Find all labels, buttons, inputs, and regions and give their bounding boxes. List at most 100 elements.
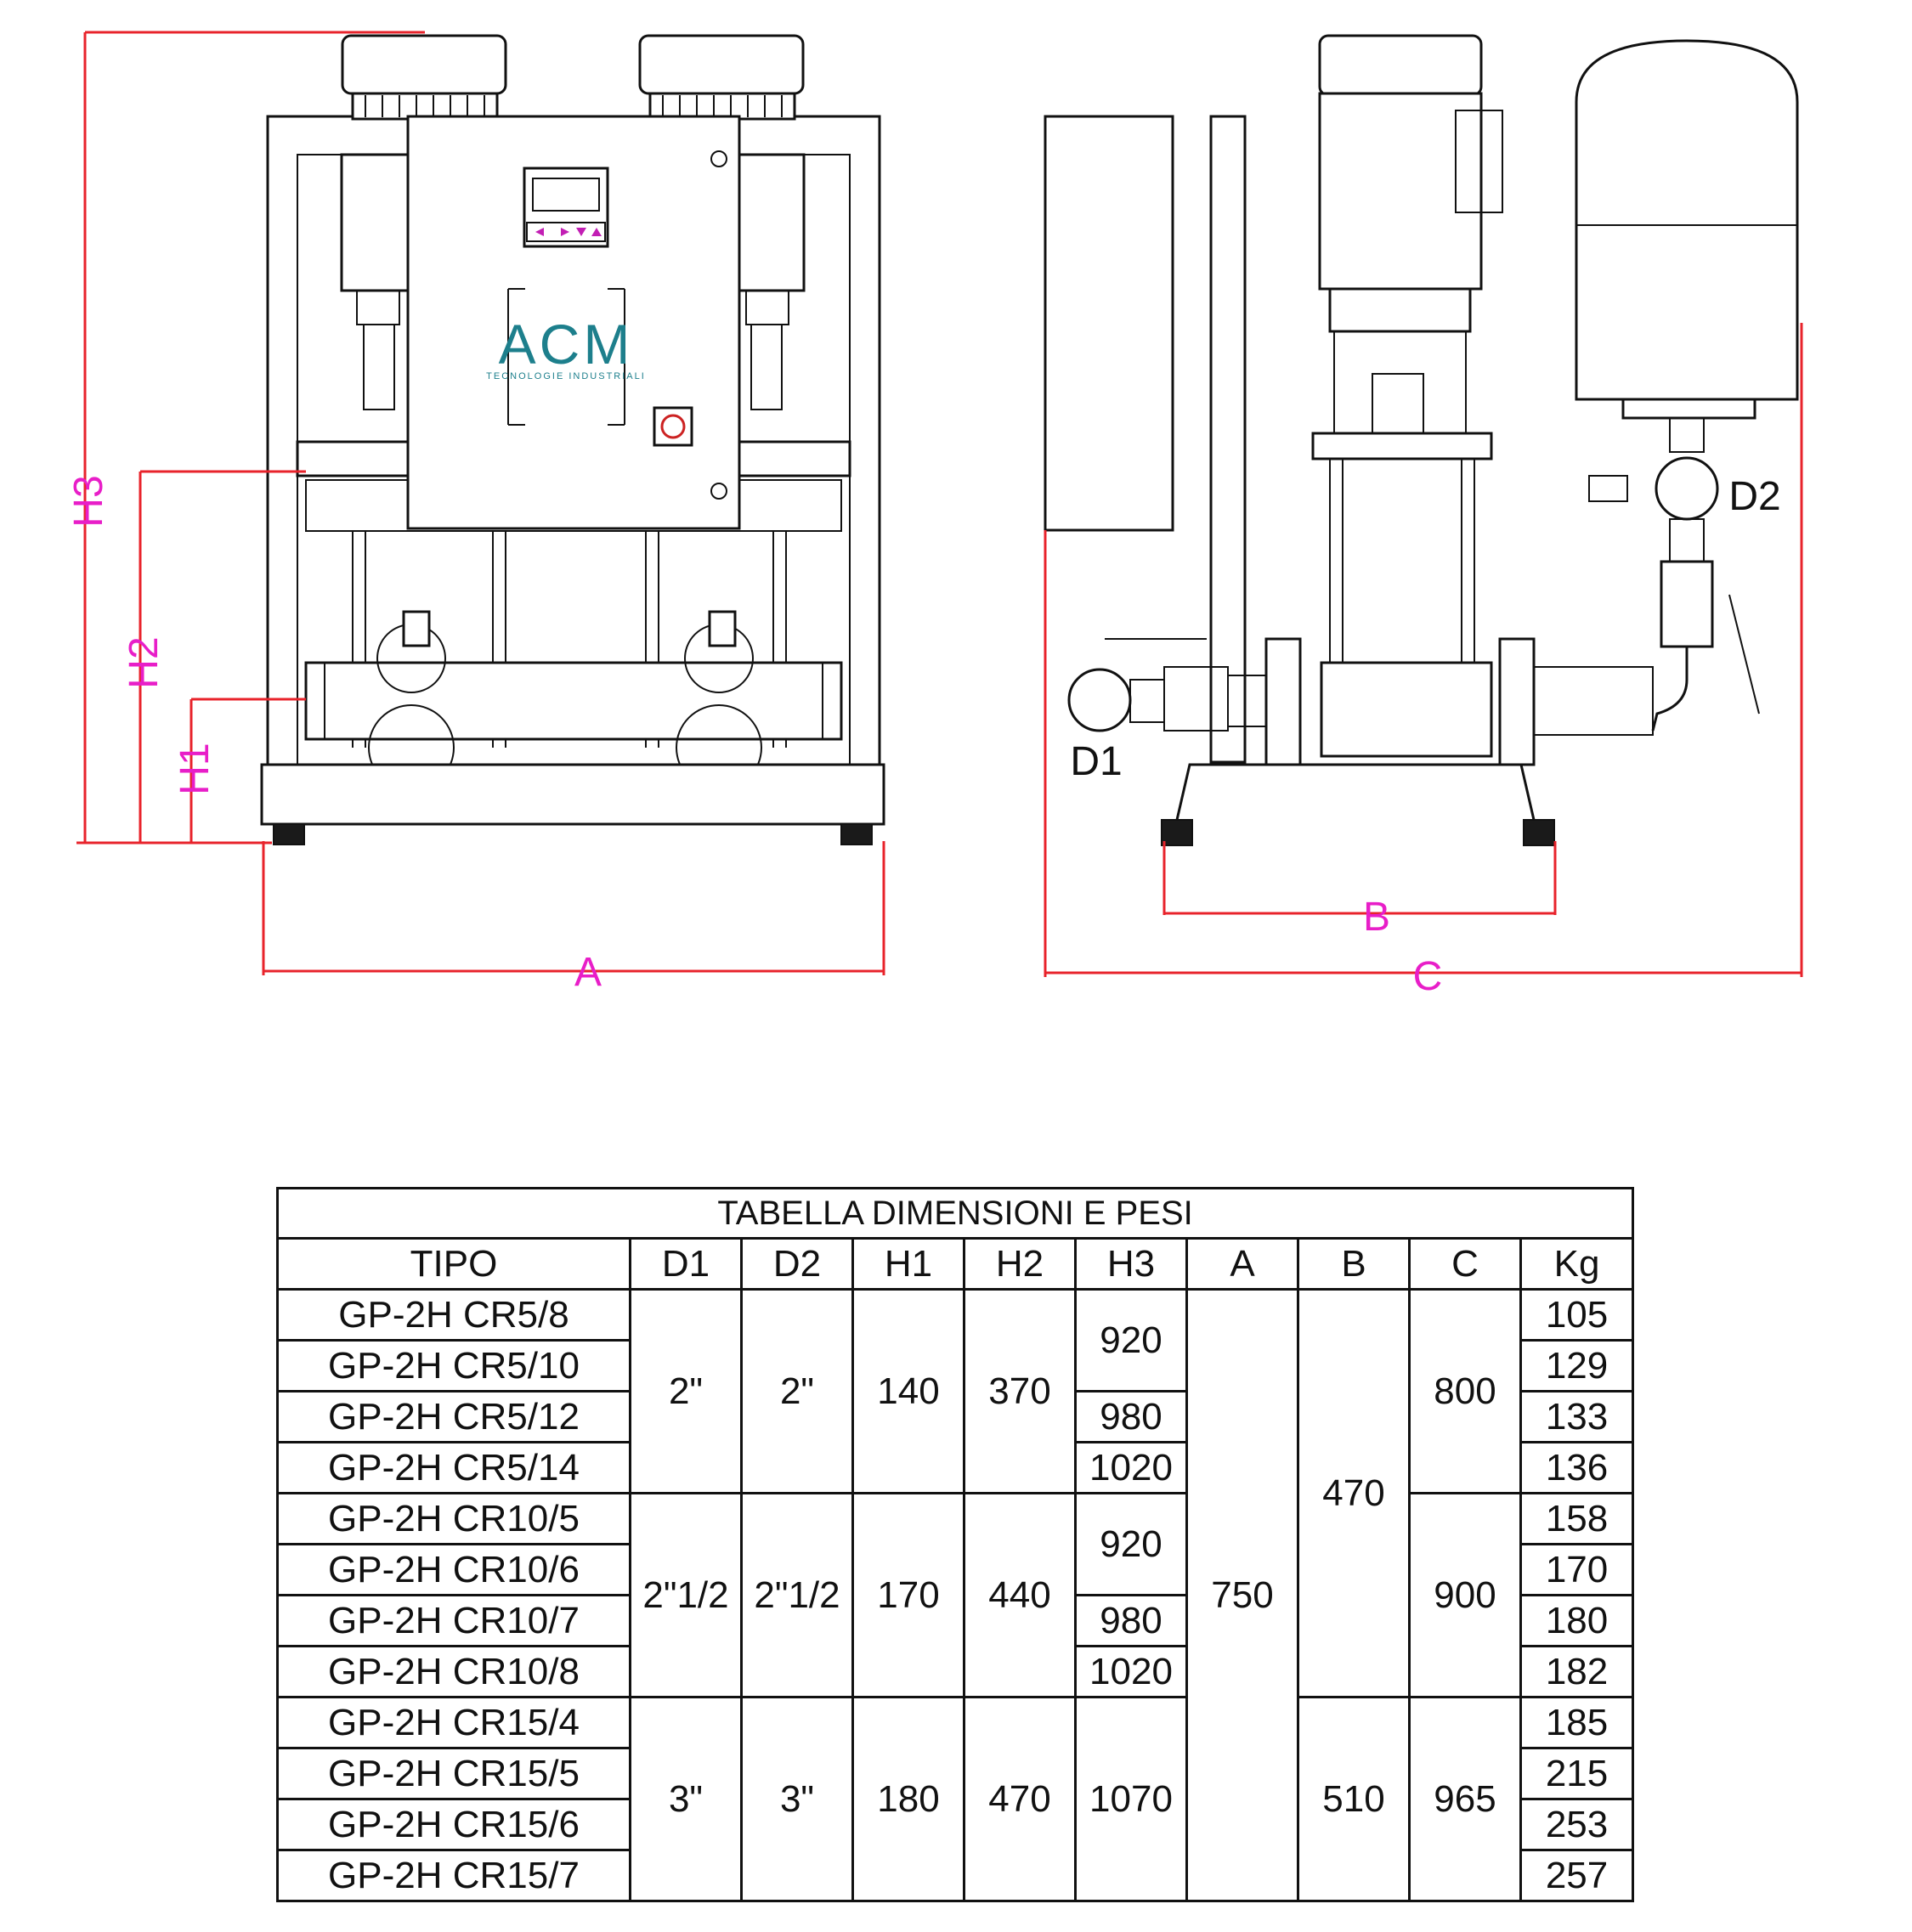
motor-left: [340, 34, 507, 410]
table-row: GP-2H CR5/14 1020 136: [276, 1441, 1635, 1494]
cell-kg: 182: [1519, 1645, 1635, 1698]
header-h1: H1: [851, 1237, 965, 1291]
cell-h3: 1020: [1074, 1441, 1188, 1494]
right-arrow-icon: [561, 228, 569, 236]
foot-right: [1523, 819, 1555, 846]
dim-label-b: B: [1363, 895, 1390, 940]
cabinet-side: [1044, 115, 1174, 532]
cell-d2: 3": [740, 1696, 854, 1902]
table-row: GP-2H CR10/7 980 180: [276, 1594, 1635, 1647]
down-arrow-icon: [576, 228, 586, 236]
dimension-lines-front: [76, 31, 885, 975]
cell-b: 510: [1297, 1696, 1411, 1902]
cell-h2: 470: [963, 1696, 1077, 1902]
cell-tipo: GP-2H CR5/14: [276, 1441, 631, 1494]
expansion-vessel: [1575, 39, 1799, 732]
cell-b: 470: [1297, 1288, 1411, 1698]
port-d1: [1067, 668, 1132, 732]
cell-kg: 105: [1519, 1288, 1635, 1342]
table-row: GP-2H CR5/10 129: [276, 1339, 1635, 1393]
table-row: GP-2H CR15/4 3" 3" 180 470 1070 510 965 …: [276, 1696, 1635, 1902]
cell-tipo: GP-2H CR15/6: [276, 1798, 631, 1851]
dimensions-table: TABELLA DIMENSIONI E PESI TIPO D1 D2 H1 …: [275, 1187, 1635, 1902]
cell-h3: 920: [1074, 1288, 1188, 1393]
cell-tipo: GP-2H CR15/4: [276, 1696, 631, 1749]
cell-kg: 257: [1519, 1849, 1635, 1902]
cell-d1: 2"1/2: [629, 1492, 743, 1698]
left-arrow-icon: [535, 228, 544, 236]
dim-label-c: C: [1413, 954, 1443, 999]
logo-subtitle: TECNOLOGIE INDUSTRIALI: [486, 371, 646, 381]
control-panel: ACM TECNOLOGIE INDUSTRIALI: [406, 115, 741, 530]
suction-manifold: [304, 661, 843, 741]
cell-h2: 370: [963, 1288, 1077, 1494]
valve-right: [676, 610, 762, 791]
cell-h1: 170: [851, 1492, 965, 1698]
header-h3: H3: [1074, 1237, 1188, 1291]
cell-d1: 2": [629, 1288, 743, 1494]
cell-kg: 133: [1519, 1390, 1635, 1443]
cell-h1: 140: [851, 1288, 965, 1494]
cell-d1: 3": [629, 1696, 743, 1902]
side-motor: [1318, 34, 1503, 434]
cell-h3: 980: [1074, 1390, 1188, 1443]
table-row: GP-2H CR15/6 253: [276, 1798, 1635, 1851]
cell-kg: 136: [1519, 1441, 1635, 1494]
keypad: [526, 222, 606, 242]
cell-c: 965: [1408, 1696, 1522, 1902]
cell-h3: 1020: [1074, 1645, 1188, 1698]
table-header-row: TIPO D1 D2 H1 H2 H3 A B C Kg: [276, 1237, 1635, 1291]
header-h2: H2: [963, 1237, 1077, 1291]
foot-right: [840, 823, 873, 845]
flange-top: [1311, 432, 1493, 460]
front-view: ACM TECNOLOGIE INDUSTRIALI: [66, 31, 885, 995]
cell-h3: 920: [1074, 1492, 1188, 1596]
header-kg: Kg: [1519, 1237, 1635, 1291]
cell-kg: 185: [1519, 1696, 1635, 1749]
flange-right: [1498, 637, 1536, 766]
header-c: C: [1408, 1237, 1522, 1291]
foot-left: [1161, 819, 1193, 846]
dim-label-a: A: [574, 950, 602, 995]
dim-label-h2: H2: [122, 636, 167, 688]
label-d2: D2: [1728, 474, 1780, 519]
cell-tipo: GP-2H CR15/5: [276, 1747, 631, 1800]
table-title: TABELLA DIMENSIONI E PESI: [275, 1187, 1635, 1240]
side-view: D1 D2 B C: [1044, 34, 1803, 999]
technical-drawing: ACM TECNOLOGIE INDUSTRIALI: [66, 31, 1803, 999]
table-row: GP-2H CR15/5 215: [276, 1747, 1635, 1800]
foot-left: [273, 823, 305, 845]
table-row: GP-2H CR15/7 257: [276, 1849, 1635, 1902]
label-d1: D1: [1070, 739, 1122, 784]
cell-tipo: GP-2H CR5/8: [276, 1288, 631, 1342]
side-base: [1175, 763, 1536, 821]
flange-left: [1264, 637, 1302, 766]
side-columns: [1329, 459, 1475, 663]
cell-kg: 215: [1519, 1747, 1635, 1800]
screw-icon: [710, 483, 727, 500]
cell-kg: 129: [1519, 1339, 1635, 1393]
cell-d2: 2": [740, 1288, 854, 1494]
header-d2: D2: [740, 1237, 854, 1291]
cell-h2: 440: [963, 1492, 1077, 1698]
cell-tipo: GP-2H CR10/5: [276, 1492, 631, 1545]
dimension-lines-side: [1044, 323, 1803, 977]
cell-d2: 2"1/2: [740, 1492, 854, 1698]
header-tipo: TIPO: [276, 1237, 631, 1291]
pump-body: [1320, 661, 1493, 758]
header-b: B: [1297, 1237, 1411, 1291]
cell-tipo: GP-2H CR5/12: [276, 1390, 631, 1443]
pipe-d1: [1129, 679, 1165, 723]
table-row: GP-2H CR10/8 1020 182: [276, 1645, 1635, 1698]
switch-knob: [660, 414, 686, 439]
cell-c: 900: [1408, 1492, 1522, 1698]
table-row: GP-2H CR10/5 2"1/2 2"1/2 170 440 920 900…: [276, 1492, 1635, 1698]
cell-kg: 170: [1519, 1543, 1635, 1596]
cell-kg: 253: [1519, 1798, 1635, 1851]
cell-tipo: GP-2H CR10/6: [276, 1543, 631, 1596]
header-a: A: [1185, 1237, 1299, 1291]
cell-tipo: GP-2H CR15/7: [276, 1849, 631, 1902]
screw-icon: [710, 150, 727, 167]
frame-post: [1209, 115, 1247, 764]
cell-tipo: GP-2H CR5/10: [276, 1339, 631, 1393]
